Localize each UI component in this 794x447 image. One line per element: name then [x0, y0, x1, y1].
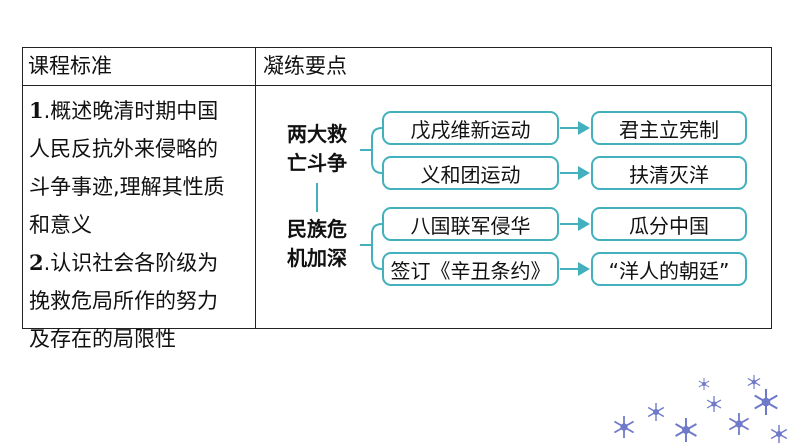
- standard-line: 1.概述晚清时期中国: [29, 98, 219, 123]
- event-box: 签订《辛丑条约》: [382, 252, 559, 286]
- standard-line: 及存在的局限性: [29, 327, 176, 351]
- standard-line: 斗争事迹,理解其性质: [29, 175, 225, 199]
- result-box: 扶清灭洋: [591, 156, 747, 190]
- result-box: 君主立宪制: [591, 111, 747, 145]
- content-table: 课程标准 凝练要点 1.概述晚清时期中国 人民反抗外来侵略的 斗争事迹,理解其性…: [22, 47, 772, 351]
- standard-line: 人民反抗外来侵略的: [29, 137, 218, 161]
- result-box: “洋人的朝廷”: [591, 252, 747, 286]
- category-national-salvation: 两大救 亡斗争: [274, 120, 360, 178]
- header-course-standard: 课程标准: [28, 54, 112, 78]
- event-box: 戊戌维新运动: [382, 111, 559, 145]
- event-box: 义和团运动: [382, 156, 559, 190]
- standard-line: 挽救危局所作的努力: [29, 289, 218, 313]
- header-divider: [23, 85, 771, 86]
- header-key-points: 凝练要点: [263, 54, 347, 78]
- course-standards-text: 1.概述晚清时期中国 人民反抗外来侵略的 斗争事迹,理解其性质 和意义 2.认识…: [29, 92, 251, 358]
- event-box: 八国联军侵华: [382, 207, 559, 241]
- category-national-crisis: 民族危 机加深: [274, 215, 360, 273]
- standard-line: 和意义: [29, 213, 92, 237]
- result-box: 瓜分中国: [591, 207, 747, 241]
- standard-line: 2.认识社会各阶级为: [29, 250, 219, 275]
- column-divider: [255, 48, 256, 328]
- snowflake-decoration-icon: [613, 374, 788, 444]
